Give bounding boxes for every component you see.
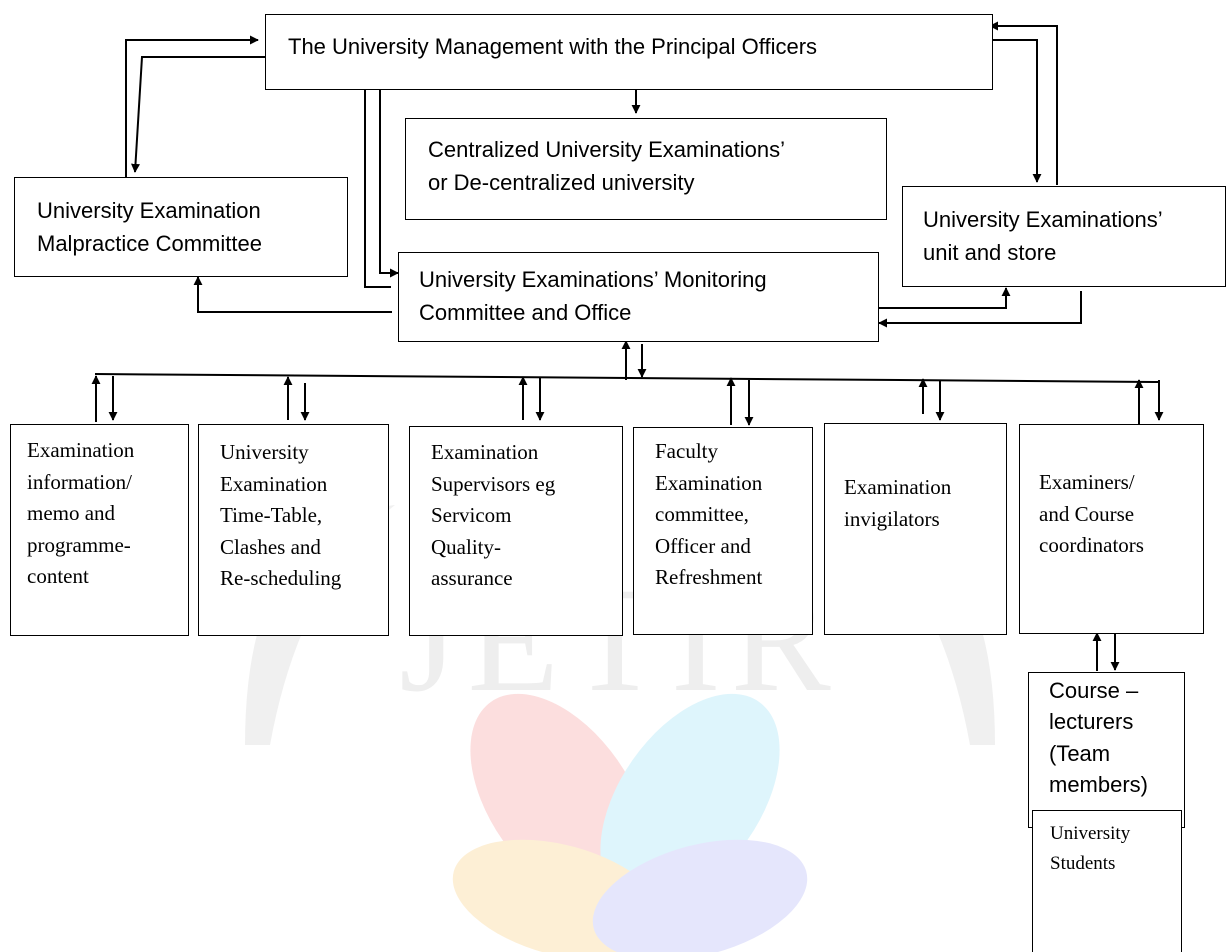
centralized-box: Centralized University Examinations’ or …	[405, 118, 887, 220]
invigilators-box: Examination invigilators	[824, 423, 1007, 635]
arrow-management-to-malpractice	[131, 56, 265, 173]
arrow-unitstore-to-management	[989, 21, 1058, 185]
lecturers-box: Course – lecturers (Team members)	[1028, 672, 1185, 828]
unit-store-box: University Examinations’ unit and store	[902, 186, 1226, 287]
management-box: The University Management with the Princ…	[265, 14, 993, 90]
monitoring-box: University Examinations’ Monitoring Comm…	[398, 252, 879, 342]
arrow-malpractice-to-management	[125, 35, 259, 177]
centralized-label: Centralized University Examinations’ or …	[428, 137, 786, 196]
management-label: The University Management with the Princ…	[288, 34, 818, 59]
malpractice-label: University Examination Malpractice Commi…	[37, 198, 262, 257]
unit-store-label: University Examinations’ unit and store	[923, 207, 1163, 266]
arrow-monitoring-to-malpractice	[193, 276, 392, 313]
arrow-monitoring-to-unitstore	[879, 287, 1011, 309]
malpractice-box: University Examination Malpractice Commi…	[14, 177, 348, 277]
timetable-label: University Examination Time-Table, Clash…	[220, 440, 342, 590]
arrow-monitoring-to-management	[360, 79, 391, 288]
monitoring-label: University Examinations’ Monitoring Comm…	[419, 267, 767, 326]
info-memo-box: Examination information/ memo and progra…	[10, 424, 189, 636]
supervisors-label: Examination Supervisors eg Servicom Qual…	[431, 440, 556, 590]
distribution-bus	[94, 373, 1161, 383]
faculty-box: Faculty Examination committee, Officer a…	[633, 427, 813, 635]
faculty-label: Faculty Examination committee, Officer a…	[655, 439, 763, 589]
invigilators-label: Examination invigilators	[844, 475, 952, 531]
arrow-unitstore-to-monitoring	[878, 291, 1082, 328]
arrow-management-to-unitstore	[993, 39, 1042, 183]
students-label: University Students	[1050, 823, 1131, 875]
supervisors-box: Examination Supervisors eg Servicom Qual…	[409, 426, 623, 636]
students-box: University Students	[1032, 810, 1182, 952]
lecturers-label: Course – lecturers (Team members)	[1049, 678, 1149, 798]
timetable-box: University Examination Time-Table, Clash…	[198, 424, 389, 636]
info-memo-label: Examination information/ memo and progra…	[27, 438, 135, 588]
examiners-label: Examiners/ and Course coordinators	[1039, 470, 1144, 557]
examiners-box: Examiners/ and Course coordinators	[1019, 424, 1204, 634]
arrow-management-to-monitoring	[379, 89, 399, 278]
